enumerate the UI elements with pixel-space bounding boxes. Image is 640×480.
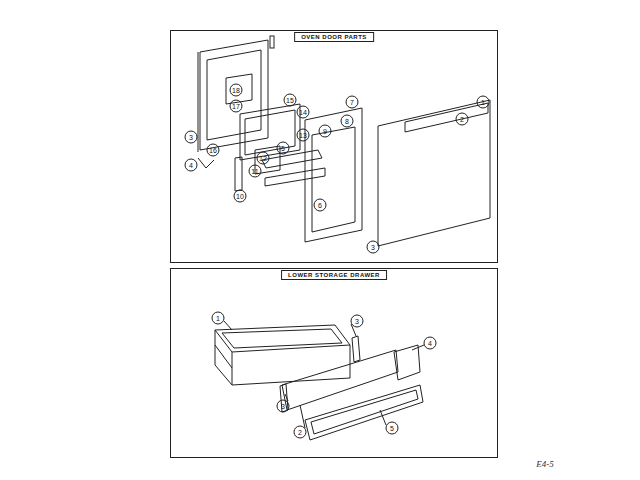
callout-number: 5	[390, 425, 394, 432]
callout-number: 17	[232, 103, 240, 110]
callout-number: 14	[299, 109, 307, 116]
callout-number: 7	[350, 99, 354, 106]
callout-number: 3	[281, 403, 285, 410]
callout-number: 18	[232, 87, 240, 94]
callout-number: 5	[281, 145, 285, 152]
diagram-panel: LOWER STORAGE DRAWER	[170, 268, 498, 458]
callout-number: 6	[318, 202, 322, 209]
storage-drawer-exploded	[215, 321, 424, 440]
callout-number: 3	[355, 318, 359, 325]
oven-door-exploded	[198, 36, 490, 246]
callout-number: 11	[251, 168, 258, 175]
callout-number: 16	[209, 147, 217, 154]
callout-number: 8	[345, 118, 349, 125]
callout-number: 2	[460, 116, 464, 123]
callout-number: 12	[259, 155, 267, 162]
panel-heading: LOWER STORAGE DRAWER	[281, 270, 387, 280]
callout-number: 13	[299, 132, 307, 139]
drawing-note: E4-5	[536, 459, 554, 469]
callout-circles	[185, 84, 489, 438]
callout-number: 3	[371, 244, 375, 251]
callout-number: 2	[298, 429, 302, 436]
callout-number: 10	[236, 193, 244, 200]
callout-number: 4	[189, 162, 193, 169]
callout-number: 1	[481, 99, 485, 106]
callout-number: 15	[286, 97, 294, 104]
callout-number: 9	[323, 128, 327, 135]
diagram-panel: OVEN DOOR PARTS	[170, 30, 498, 263]
callout-number: 3	[189, 134, 193, 141]
callout-number: 4	[428, 340, 432, 347]
panel-heading: OVEN DOOR PARTS	[294, 32, 374, 42]
callout-number: 1	[216, 315, 220, 322]
